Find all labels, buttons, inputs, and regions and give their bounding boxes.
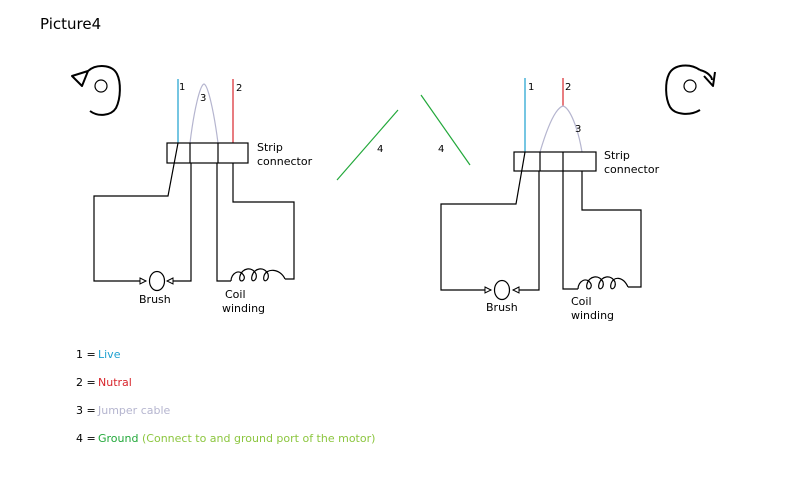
legend-text: Live <box>98 348 121 361</box>
wire-label-jumper: 3 <box>200 93 206 104</box>
coil-return-wire <box>232 163 295 280</box>
legend-number: 3 = <box>76 404 96 417</box>
ground-wire-left <box>336 109 399 181</box>
strip-connector <box>166 142 249 164</box>
legend-text: Ground <box>98 432 138 445</box>
legend-text: Nutral <box>98 376 132 389</box>
connector-label-line2: connector <box>257 155 313 168</box>
coil-feed-wire <box>216 163 231 282</box>
legend-item-jumper: 3 = Jumper cable <box>76 404 171 417</box>
legend-number: 1 = <box>76 348 96 361</box>
legend-note: (Connect to and ground port of the motor… <box>142 432 375 445</box>
legend: 1 = Live 2 = Nutral 3 = Jumper cable 4 =… <box>76 348 375 445</box>
brush-return-wire <box>513 171 540 291</box>
legend-number: 2 = <box>76 376 96 389</box>
brush-icon <box>484 279 520 301</box>
clockwise-arrow-icon <box>665 64 716 115</box>
brush-loop-wire <box>93 142 179 282</box>
wire-label-live: 1 <box>528 82 534 93</box>
coil-label-line1: Coil <box>225 288 246 301</box>
connector-label-line2: connector <box>604 163 660 176</box>
legend-text: Jumper cable <box>97 404 171 417</box>
strip-connector <box>513 151 597 172</box>
connector-label-line1: Strip <box>604 149 630 162</box>
ground-wire-right <box>420 94 471 166</box>
brush-label: Brush <box>139 293 171 306</box>
legend-item-ground: 4 = Ground (Connect to and ground port o… <box>76 432 375 445</box>
legend-item-live: 1 = Live <box>76 348 121 361</box>
right-motor-diagram: 1 2 3 Strip connector Brush Coil winding <box>440 64 716 322</box>
connector-label-line1: Strip <box>257 141 283 154</box>
counterclockwise-arrow-icon <box>71 65 121 116</box>
coil-return-wire <box>581 171 642 288</box>
brush-loop-wire <box>440 151 526 291</box>
coil-feed-wire <box>562 171 578 290</box>
jumper-cable <box>189 83 219 144</box>
wire-label-jumper: 3 <box>575 124 581 135</box>
coil-label-line2: winding <box>571 309 614 322</box>
wire-label-neutral: 2 <box>565 82 571 93</box>
brush-icon <box>139 270 174 292</box>
page-title: Picture4 <box>40 15 101 33</box>
coil-winding-icon <box>230 268 286 282</box>
legend-number: 4 = <box>76 432 96 445</box>
ground-label-left: 4 <box>377 144 383 155</box>
brush-return-wire <box>167 163 192 282</box>
legend-item-neutral: 2 = Nutral <box>76 376 132 389</box>
brush-label: Brush <box>486 301 518 314</box>
jumper-cable <box>539 105 583 153</box>
wire-label-live: 1 <box>179 82 185 93</box>
coil-winding-icon <box>577 276 629 290</box>
coil-label-line1: Coil <box>571 295 592 308</box>
wire-label-neutral: 2 <box>236 83 242 94</box>
left-motor-diagram: 1 3 2 Strip connector Brush Coil winding <box>71 65 313 315</box>
coil-label-line2: winding <box>222 302 265 315</box>
ground-label-right: 4 <box>438 144 444 155</box>
